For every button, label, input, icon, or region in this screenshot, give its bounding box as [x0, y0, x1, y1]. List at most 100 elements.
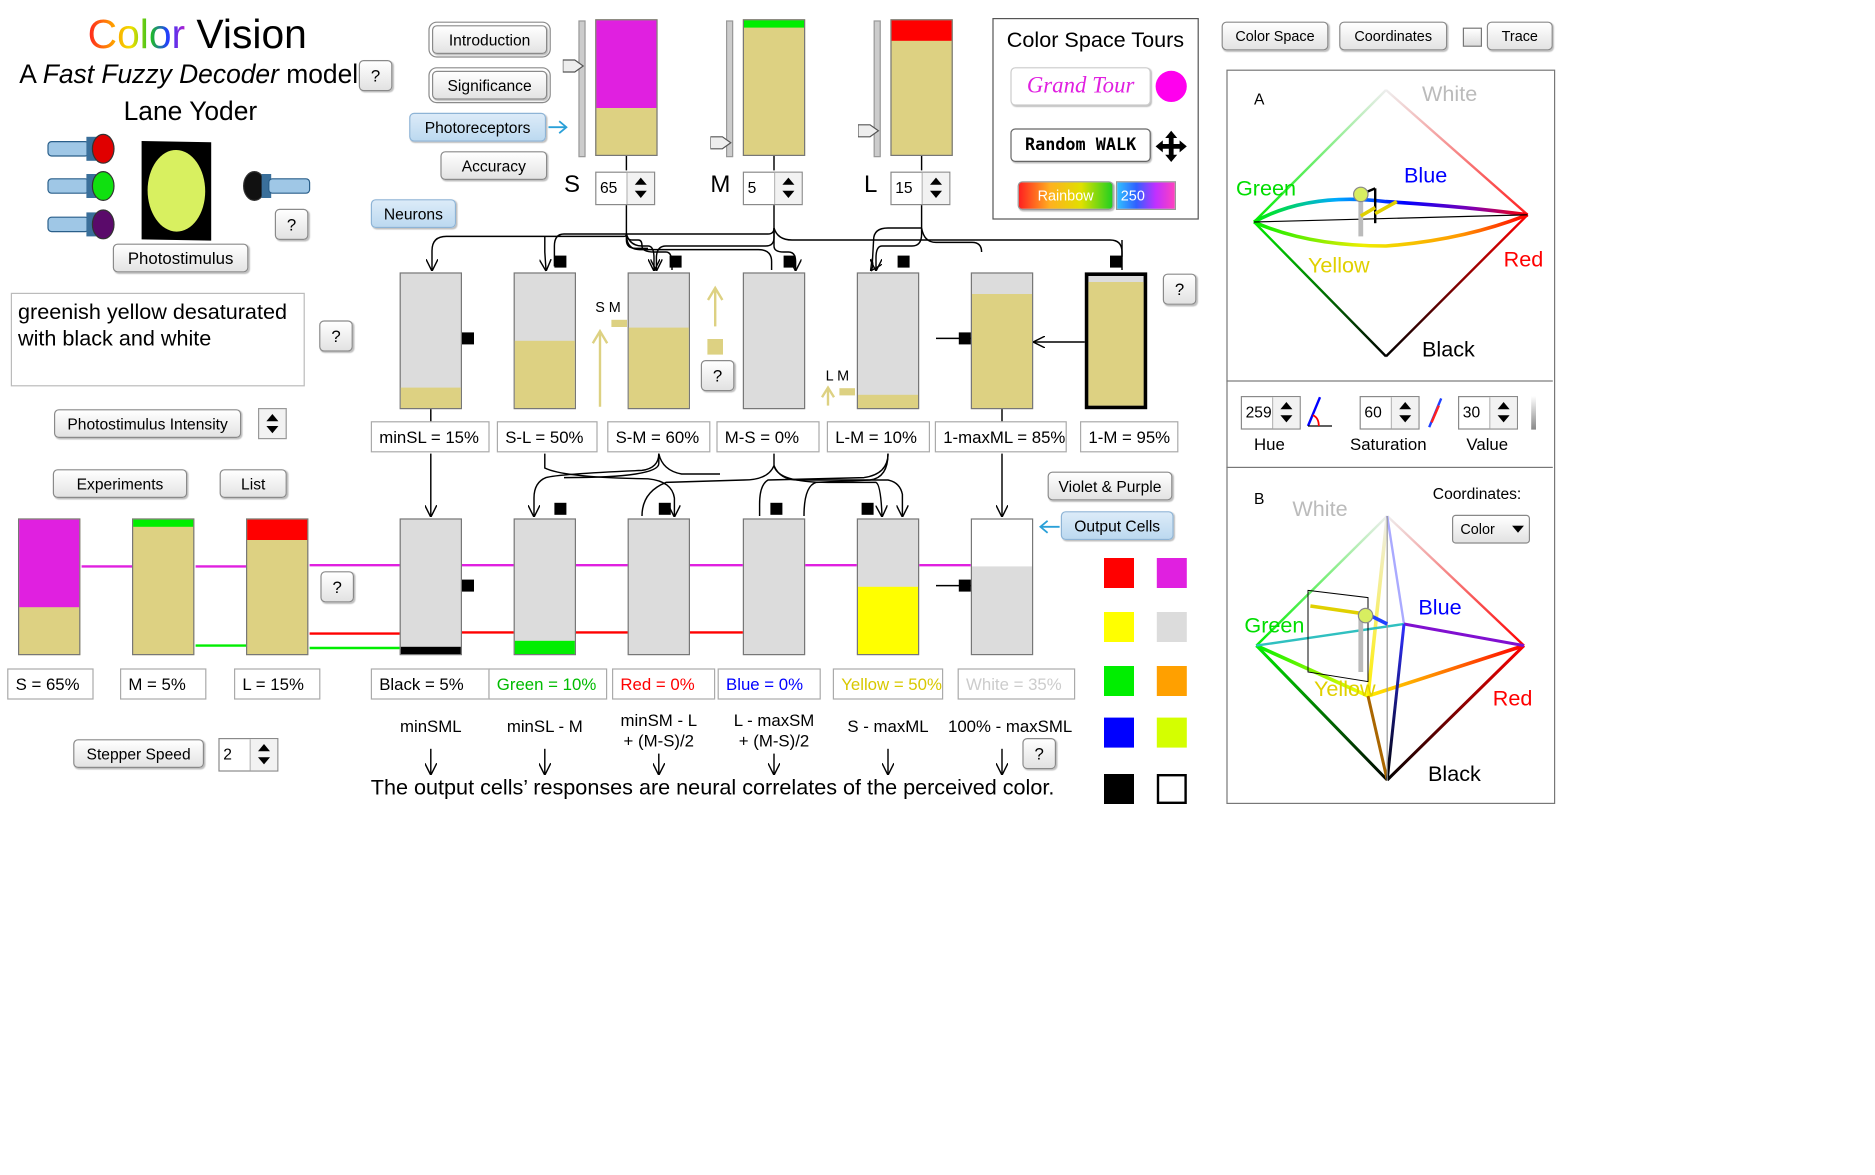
inhibit-tick — [897, 255, 910, 268]
trace-button[interactable]: Trace — [1486, 21, 1553, 51]
hue-input[interactable]: 259 — [1240, 396, 1301, 430]
panel-b-blue-label: Blue — [1418, 595, 1462, 620]
circuit-wiring-lower — [81, 240, 1123, 840]
saturation-line-icon — [1428, 397, 1443, 428]
grand-tour-button[interactable]: Grand Tour — [1010, 67, 1151, 106]
swatch-chartreuse[interactable] — [1156, 717, 1187, 748]
app-title: Color Vision — [88, 12, 307, 59]
title-help-button[interactable]: ? — [358, 60, 393, 92]
neurons-button[interactable]: Neurons — [370, 199, 457, 229]
swatch-green[interactable] — [1104, 666, 1134, 696]
inhibit-tick — [462, 579, 475, 592]
swatch-red[interactable] — [1104, 558, 1134, 588]
neuron-cell-minsl — [399, 272, 463, 410]
violet-purple-button[interactable]: Violet & Purple — [1047, 471, 1173, 501]
value-input[interactable]: 30 — [1458, 396, 1518, 430]
rainbow-button[interactable]: Rainbow — [1017, 181, 1114, 211]
swatch-black[interactable] — [1104, 774, 1134, 805]
input-cells-help-button[interactable]: ? — [320, 571, 354, 603]
l-slider-track[interactable] — [873, 20, 881, 158]
swatch-yellow[interactable] — [1104, 612, 1134, 642]
neuron-label-l-m: L-M = 10% — [826, 421, 931, 453]
neuron-cell-l-m — [856, 272, 920, 410]
inhibit-tick — [861, 502, 874, 515]
neuron-label-s-m: S-M = 60% — [607, 421, 711, 453]
inhibit-tick — [770, 502, 783, 515]
swatch-magenta[interactable] — [1156, 558, 1187, 588]
swatch-gray[interactable] — [1156, 612, 1187, 642]
neuron-cell-1-maxml-fill — [972, 293, 1032, 409]
formula-help-button[interactable]: ? — [1022, 738, 1056, 770]
trace-checkbox[interactable] — [1462, 27, 1482, 47]
receptor-input-s[interactable]: 65 — [595, 171, 656, 206]
stepper-speed-input[interactable]: 2 — [218, 738, 279, 772]
neuron-cell-l-m-fill — [858, 394, 919, 409]
receptor-input-m[interactable]: 5 — [742, 171, 803, 206]
panel-b-red-label: Red — [1492, 686, 1533, 711]
output-cells-button[interactable]: Output Cells — [1060, 511, 1174, 540]
coordinates-select[interactable]: Color — [1452, 514, 1530, 544]
chevron-down-icon — [1512, 525, 1524, 533]
l-slider-handle-icon[interactable] — [858, 122, 880, 139]
m-slider-track[interactable] — [726, 20, 734, 158]
panel-a-green-label: Green — [1236, 176, 1297, 201]
swatch-orange[interactable] — [1156, 666, 1187, 696]
output-cell-black-fill — [400, 647, 461, 654]
intensity-stepper[interactable] — [258, 408, 287, 440]
receptor-label-m: M — [710, 171, 731, 199]
photoreceptors-arrow-icon — [548, 120, 568, 134]
receptor-cell-s-fill — [596, 20, 657, 108]
flashlight-help-button[interactable]: ? — [274, 208, 309, 241]
experiments-button[interactable]: Experiments — [52, 469, 188, 499]
color-space-button[interactable]: Color Space — [1221, 21, 1329, 51]
neuron-cell-m-s — [742, 272, 806, 410]
s-slider-track[interactable] — [578, 20, 586, 158]
neurons-help-button[interactable]: ? — [1162, 273, 1197, 305]
flashlight-green-icon[interactable] — [46, 169, 118, 205]
output-label-yellow: Yellow = 50% — [832, 668, 944, 700]
input-cell-l-fill — [247, 519, 308, 540]
value-bar-icon — [1531, 396, 1536, 430]
flashlight-black-icon[interactable] — [240, 169, 312, 205]
sm-inline-label: S M — [595, 298, 621, 316]
s-slider-handle-icon[interactable] — [562, 58, 585, 75]
list-button[interactable]: List — [219, 469, 287, 499]
app-subtitle: A Fast Fuzzy Decoder model — [19, 58, 359, 89]
inhibit-tick — [1110, 255, 1122, 268]
rainbow-speed-input[interactable]: 250 — [1116, 181, 1176, 211]
photostimulus-button[interactable]: Photostimulus — [112, 243, 249, 273]
stepper-speed-button[interactable]: Stepper Speed — [73, 739, 205, 768]
swatch-blue[interactable] — [1104, 717, 1134, 748]
value-label: Value — [1466, 434, 1509, 454]
description-help-button[interactable]: ? — [319, 320, 353, 352]
receptor-input-l[interactable]: 15 — [890, 171, 951, 206]
panel-a-black-label: Black — [1422, 337, 1475, 362]
inhibit-tick — [462, 332, 475, 345]
random-walk-button[interactable]: Random WALK — [1010, 128, 1151, 162]
swatch-white[interactable] — [1156, 774, 1187, 805]
color-description-box: greenish yellow desaturated with black a… — [10, 292, 305, 387]
output-label-black: Black = 5% — [370, 668, 490, 700]
input-cell-s — [18, 518, 81, 656]
formula-green: minSL - M — [506, 716, 583, 736]
saturation-input[interactable]: 60 — [1359, 396, 1420, 430]
flashlight-violet-icon[interactable] — [46, 208, 118, 244]
author-name: Lane Yoder — [123, 96, 258, 127]
accuracy-button[interactable]: Accuracy — [440, 151, 548, 180]
formula-yellow: S - maxML — [847, 716, 929, 736]
coordinates-button[interactable]: Coordinates — [1339, 21, 1448, 51]
photoreceptors-button[interactable]: Photoreceptors — [409, 112, 546, 142]
photostimulus-intensity-button[interactable]: Photostimulus Intensity — [54, 409, 242, 439]
neuron-cell-1-maxml — [970, 272, 1034, 410]
neuron-label-m-s: M-S = 0% — [716, 421, 820, 453]
significance-button[interactable]: Significance — [428, 67, 551, 104]
neuron-cell-minsl-fill — [400, 387, 461, 409]
inhibit-tick — [669, 255, 682, 268]
panel-a-divider — [1226, 380, 1553, 382]
panel-a-tag: A — [1254, 90, 1265, 109]
flashlight-red-icon[interactable] — [46, 132, 118, 168]
m-slider-handle-icon[interactable] — [710, 134, 732, 151]
hue-angle-icon — [1306, 396, 1333, 427]
neuron-diagram-help-button[interactable]: ? — [700, 360, 735, 392]
introduction-button[interactable]: Introduction — [428, 21, 551, 58]
